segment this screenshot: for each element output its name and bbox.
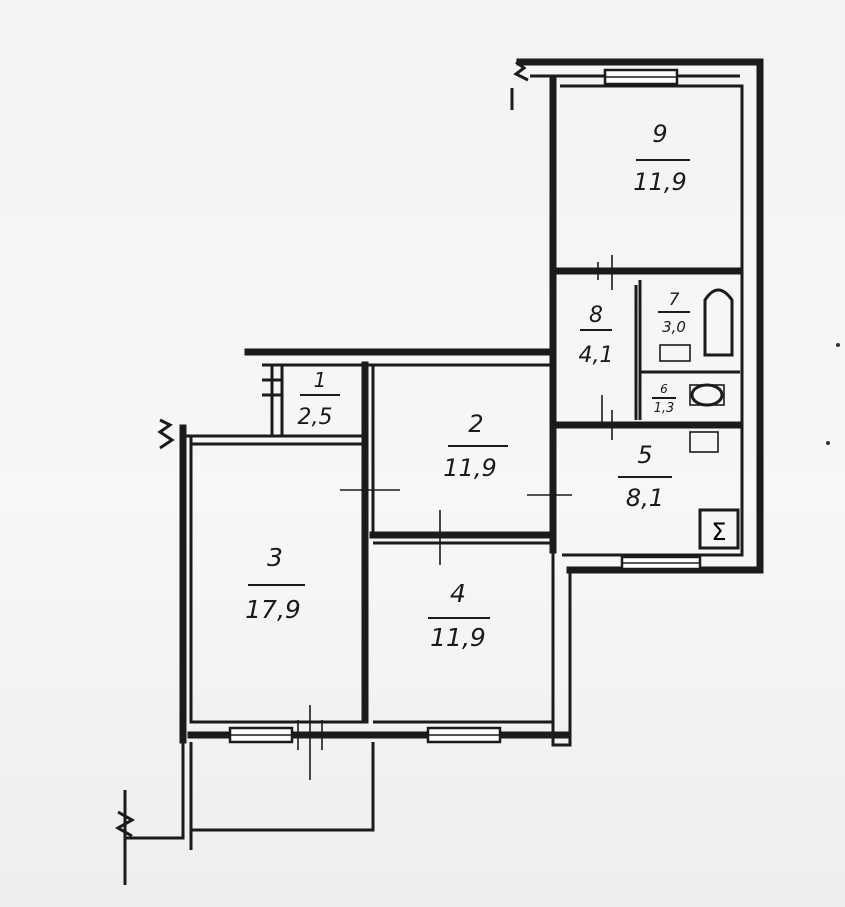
balcony: [189, 742, 375, 832]
svg-text:6: 6: [660, 382, 668, 396]
room-4-label: 4 11,9: [428, 579, 490, 652]
svg-text:2,5: 2,5: [298, 405, 333, 430]
svg-text:11,9: 11,9: [430, 623, 486, 652]
svg-text:5: 5: [637, 441, 652, 469]
svg-text:7: 7: [669, 290, 680, 310]
room-8-label: 8 4,1: [579, 303, 614, 368]
sink: [659, 344, 691, 362]
svg-text:1: 1: [314, 368, 327, 392]
svg-text:3: 3: [267, 543, 283, 572]
stove-icon: Σ: [711, 518, 726, 546]
wall-room-4-right: [551, 550, 572, 747]
stove-box: [698, 508, 740, 550]
room-1-label: 1 2,5: [298, 368, 340, 430]
svg-text:4,1: 4,1: [579, 343, 614, 368]
svg-text:17,9: 17,9: [245, 595, 301, 624]
toilet: [690, 383, 724, 407]
svg-text:8: 8: [589, 303, 603, 328]
svg-text:1,3: 1,3: [654, 401, 675, 416]
room-7-label: 7 3,0: [658, 290, 690, 336]
room-3-label: 3 17,9: [245, 543, 305, 624]
room-2-label: 2 11,9: [443, 410, 508, 482]
bathtub: [703, 288, 734, 357]
room-6-label: 6 1,3: [652, 382, 676, 416]
inner-wall-right-block: [560, 84, 744, 557]
room-9-label: 9 11,9: [633, 120, 690, 196]
kitchen-sink: [689, 431, 719, 453]
room-5-label: 5 8,1: [618, 441, 672, 512]
svg-text:2: 2: [468, 410, 483, 438]
svg-text:8,1: 8,1: [626, 484, 664, 512]
svg-text:4: 4: [450, 579, 466, 608]
svg-text:3,0: 3,0: [662, 318, 686, 336]
svg-text:11,9: 11,9: [633, 168, 686, 196]
svg-text:11,9: 11,9: [443, 454, 496, 482]
svg-text:9: 9: [652, 120, 667, 148]
